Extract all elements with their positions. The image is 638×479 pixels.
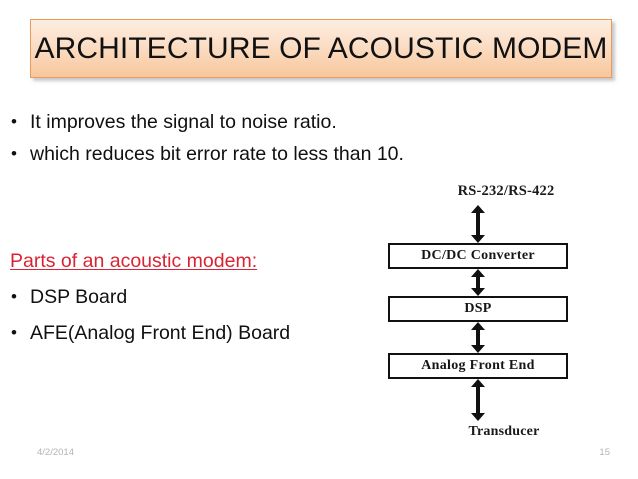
diagram-block-analog-front-end: Analog Front End [388,353,568,379]
diagram-bottom-label: Transducer [468,424,540,439]
double-arrow-icon [471,269,485,296]
footer-date: 4/2/2014 [37,447,74,458]
diagram-block-label: DC/DC Converter [421,248,535,263]
double-arrow-icon [471,379,485,421]
list-item: DSP Board [0,283,380,311]
diagram-top-label: RS-232/RS-422 [457,183,555,199]
diagram-block-dcdc-converter: DC/DC Converter [388,243,568,269]
list-item: It improves the signal to noise ratio. [0,108,430,136]
list-item: AFE(Analog Front End) Board [0,319,380,347]
list-item: which reduces bit error rate to less tha… [0,140,430,168]
diagram-block-label: DSP [464,301,492,316]
double-arrow-icon [471,322,485,353]
intro-bullet-list: It improves the signal to noise ratio. w… [0,108,430,173]
page-title: ARCHITECTURE OF ACOUSTIC MODEM [34,31,608,65]
double-arrow-icon [471,205,485,243]
diagram-block-dsp: DSP [388,296,568,322]
acoustic-modem-block-diagram: RS-232/RS-422 DC/DC Converter DSP Analog… [376,183,624,445]
diagram-block-label: Analog Front End [421,358,535,373]
slide-title-box: ARCHITECTURE OF ACOUSTIC MODEM [30,19,612,78]
parts-bullet-list: DSP Board AFE(Analog Front End) Board [0,283,380,356]
footer-slide-number: 15 [599,447,610,458]
parts-section-heading: Parts of an acoustic modem: [10,250,258,272]
